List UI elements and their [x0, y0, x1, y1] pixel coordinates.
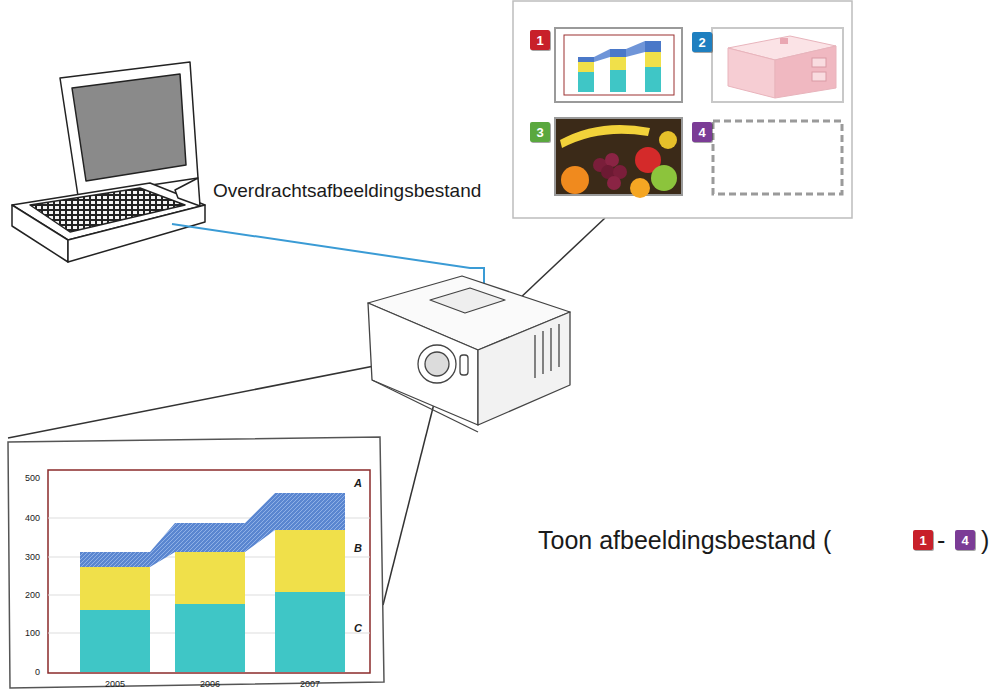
- fruit-peach: [630, 178, 650, 198]
- series-label: A: [354, 478, 362, 489]
- mini-bar: [610, 49, 626, 57]
- projection-line: [383, 380, 440, 605]
- year-label: 2006: [200, 680, 220, 689]
- projector-vent: [558, 324, 559, 367]
- projector-vent: [550, 328, 551, 371]
- fruit-orange: [561, 166, 589, 194]
- projector: [368, 276, 570, 432]
- projector-panel: [430, 288, 505, 313]
- badge-number: 2: [698, 36, 705, 49]
- mini-band: [594, 49, 610, 62]
- leader-line: [518, 218, 605, 300]
- mini-bar: [645, 67, 661, 92]
- mini-band: [626, 41, 645, 57]
- axis-tick: 0: [35, 668, 40, 677]
- projector-vent: [534, 335, 535, 378]
- projector-sensor: [460, 355, 468, 375]
- projector-front: [368, 303, 478, 425]
- chart-band: [245, 493, 275, 552]
- year-label: 2007: [300, 680, 320, 689]
- fruit-grape: [607, 176, 621, 190]
- screen-outline: [8, 437, 384, 688]
- mini-bar: [578, 57, 594, 62]
- fruit-banana: [560, 125, 650, 148]
- mini-bar: [610, 70, 626, 92]
- bar-segment: [80, 552, 150, 567]
- mini-bar: [645, 52, 661, 67]
- mini-bar: [645, 41, 661, 52]
- mini-bar: [578, 72, 594, 92]
- display-label: Toon afbeeldingsbestand (: [538, 528, 831, 553]
- cable: [172, 224, 484, 286]
- display-label: -: [937, 528, 945, 553]
- badge-number: 1: [919, 534, 926, 547]
- series-label: B: [354, 543, 362, 554]
- laptop-lid: [60, 62, 198, 196]
- laptop-hinge: [175, 178, 200, 206]
- bar-segment: [175, 604, 245, 672]
- image-panel: [513, 1, 852, 218]
- axis-tick: 400: [25, 514, 40, 523]
- box-part: [780, 38, 788, 44]
- axis-tick: 100: [25, 629, 40, 638]
- laptop: [12, 62, 205, 262]
- laptop-front: [12, 205, 68, 262]
- bar-segment: [175, 552, 245, 604]
- box-drawer: [812, 72, 826, 81]
- laptop-screen: [72, 74, 186, 181]
- badge-number: 4: [698, 126, 705, 139]
- number-badge: 1: [913, 530, 933, 550]
- bar-segment: [80, 610, 150, 672]
- fruit-pear: [651, 165, 677, 191]
- display-label: ): [981, 528, 989, 553]
- transfer-label: Overdrachtsafbeeldingsbestand: [213, 181, 481, 200]
- bar-segment: [275, 493, 345, 530]
- series-label: C: [354, 623, 362, 634]
- box-side: [775, 46, 836, 98]
- fruit-lemon: [659, 131, 677, 149]
- projector-lens: [425, 352, 449, 376]
- badge-number: 3: [536, 126, 543, 139]
- slot-frame: [555, 28, 682, 102]
- mini-bar: [610, 57, 626, 70]
- slot-frame: [712, 28, 843, 102]
- number-badge: 4: [692, 122, 712, 142]
- laptop-side: [68, 205, 205, 262]
- box-front: [728, 48, 775, 98]
- projector-foot: [372, 380, 478, 432]
- projector-side: [478, 312, 570, 425]
- slot-photo: [555, 118, 682, 198]
- slot-empty: [713, 121, 842, 194]
- year-label: 2005: [105, 680, 125, 689]
- slot-box: [712, 28, 843, 102]
- projector-lens-ring: [418, 345, 456, 383]
- axis-tick: 200: [25, 591, 40, 600]
- number-badge: 2: [692, 32, 712, 52]
- chart-band: [150, 523, 175, 567]
- slot-chart: [555, 28, 682, 102]
- number-badge: 1: [530, 30, 550, 50]
- bar-segment: [175, 523, 245, 552]
- bar-segment: [275, 592, 345, 672]
- projector-vent: [542, 331, 543, 374]
- axis-tick: 500: [25, 474, 40, 483]
- mini-bar: [578, 62, 594, 72]
- number-badge: 4: [955, 530, 975, 550]
- bar-segment: [275, 530, 345, 592]
- fruit-grape: [605, 153, 619, 167]
- badge-number: 1: [536, 34, 543, 47]
- chart-frame: [48, 470, 370, 673]
- number-badge: 3: [530, 122, 550, 142]
- axis-tick: 300: [25, 553, 40, 562]
- box-drawer: [812, 58, 826, 67]
- bar-segment: [80, 567, 150, 610]
- slot-frame: [555, 118, 682, 195]
- badge-number: 4: [961, 534, 968, 547]
- projected-screen: [8, 437, 384, 688]
- projection-line: [8, 356, 425, 438]
- mini-chart-frame: [564, 35, 674, 95]
